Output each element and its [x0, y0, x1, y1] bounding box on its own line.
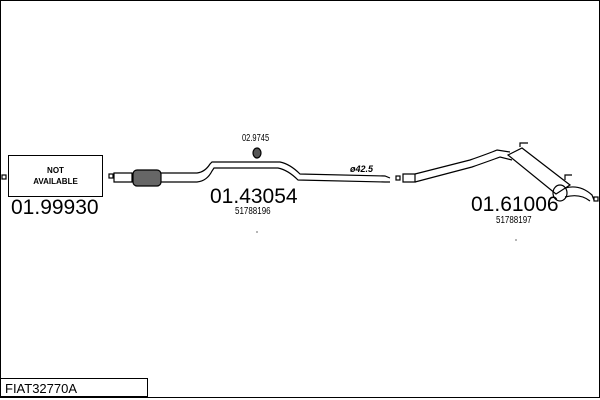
connector-icon: [395, 175, 401, 181]
connector-icon: [108, 173, 114, 179]
muffler-icon: [506, 147, 572, 195]
not-available-label: NOT: [47, 166, 64, 175]
flex-pipe-icon: [132, 169, 162, 187]
pipe-diameter-label: ø42.5: [350, 164, 374, 174]
accessory-number: 02.9745: [242, 133, 270, 144]
part-number: 01.61006: [471, 193, 559, 216]
diagram-caption: FIAT32770A: [0, 378, 148, 397]
pipe-inlet: [113, 172, 133, 183]
not-available-label: AVAILABLE: [33, 177, 78, 186]
pipe-joint: [402, 173, 416, 183]
part-reference: 51788197: [496, 215, 532, 226]
rubber-mount-icon: [252, 147, 262, 159]
part-number: 01.99930: [11, 196, 99, 219]
part-reference: 51788196: [235, 206, 271, 217]
tailpipe-icon: [552, 184, 568, 202]
not-available-box: NOT AVAILABLE: [8, 155, 103, 197]
tailpipe: [564, 186, 595, 202]
part-number: 01.43054: [210, 185, 298, 208]
connector-right-icon: [593, 196, 599, 202]
intermediate-pipe: [161, 161, 391, 183]
rear-pipe: [414, 149, 513, 183]
connector-left-icon: [1, 174, 7, 180]
